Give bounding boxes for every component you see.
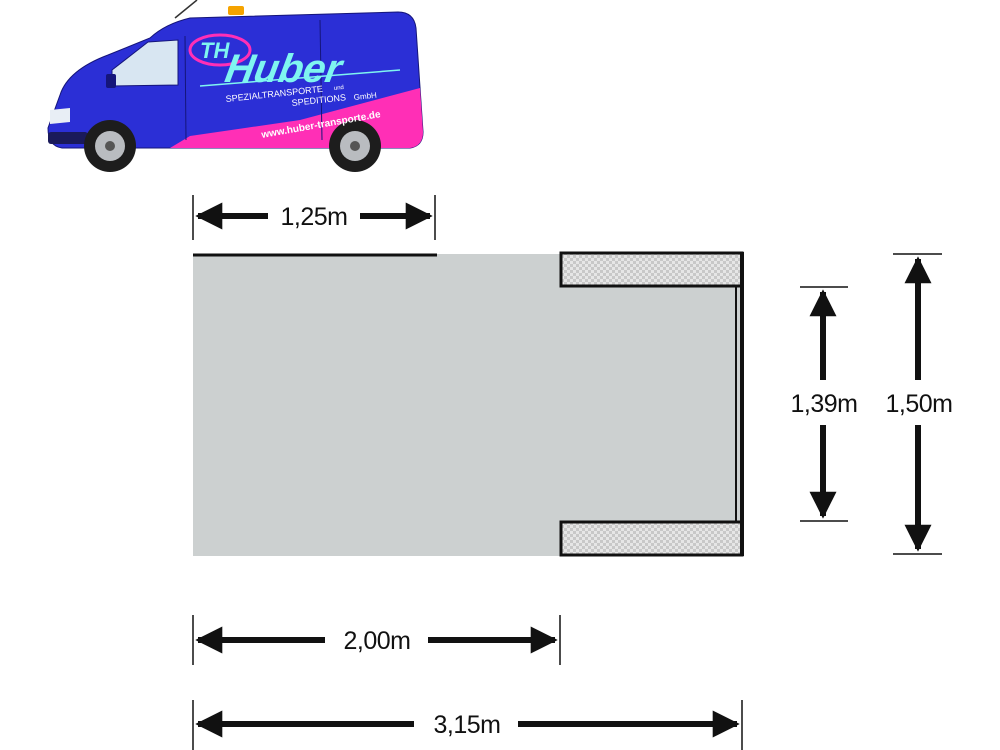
dimension-top-width: 1,25m: [192, 195, 436, 240]
wheel-arch-top: [559, 251, 744, 288]
dimension-label-top-width: 1,25m: [281, 203, 348, 231]
door-seam: [184, 35, 187, 141]
logo-swoosh: [188, 33, 252, 67]
dimension-label-total-length: 3,15m: [434, 711, 501, 739]
front-wheel: [84, 120, 136, 172]
front-bumper: [48, 132, 88, 144]
brand-underline: [199, 69, 401, 87]
van-subtitle-gmbh: GmbH: [353, 91, 377, 102]
dimension-inner-height: 1,39m: [791, 286, 858, 522]
windshield: [111, 39, 179, 87]
headlight: [50, 108, 70, 124]
door-seam: [319, 19, 323, 141]
dimension-label-outer-height: 1,50m: [886, 390, 953, 418]
van-subtitle-und: und: [334, 85, 345, 92]
antenna: [174, 0, 198, 19]
logo-initials: TH: [200, 38, 230, 63]
mirror-icon: [106, 74, 116, 88]
van-brand-name: Huber: [222, 46, 348, 91]
dimension-inner-length: 2,00m: [192, 615, 561, 665]
rear-wheel: [329, 120, 381, 172]
roof-beacon: [228, 6, 244, 15]
dimension-label-inner-length: 2,00m: [344, 627, 411, 655]
dimension-outer-height: 1,50m: [886, 253, 953, 555]
van-illustration: TH Huber SPEZIALTRANSPORTE und SPEDITION…: [47, 0, 424, 172]
dimension-label-inner-height: 1,39m: [791, 390, 858, 418]
loading-floor: [193, 254, 743, 556]
dimension-total-length: 3,15m: [192, 700, 743, 750]
wheel-arch-bottom: [559, 520, 744, 557]
